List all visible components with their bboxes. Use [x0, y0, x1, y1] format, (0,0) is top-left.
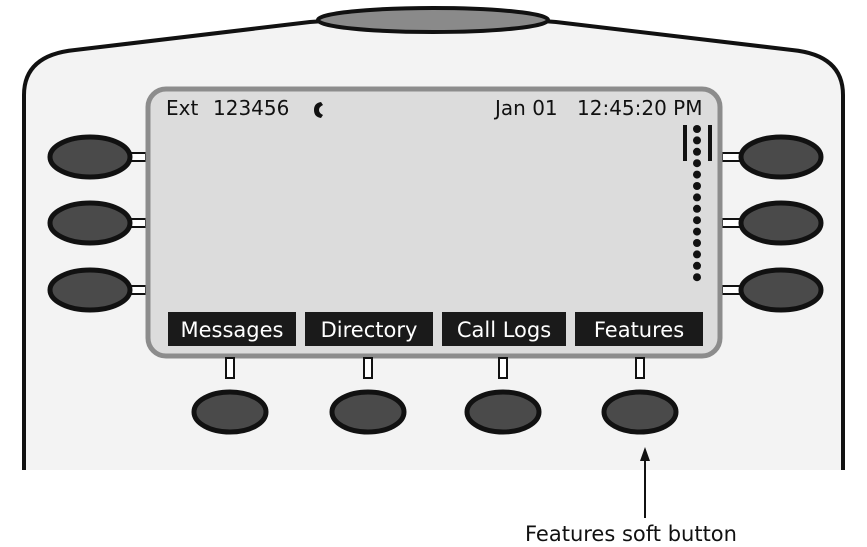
scroll-dot — [693, 204, 701, 213]
extension-number: 123456 — [213, 96, 289, 120]
line-button-left-2[interactable] — [47, 200, 147, 246]
softkey-label-features: Features — [594, 318, 684, 342]
line-button-right-3[interactable] — [721, 267, 824, 313]
extension-label: Ext — [166, 96, 198, 120]
softkey-features[interactable] — [575, 312, 703, 346]
time-display: 12:45:20 PM — [577, 96, 703, 120]
line-button-left-3[interactable] — [47, 267, 147, 313]
softkey-bar: Messages Directory Call Logs Features — [168, 312, 703, 346]
softkey-call-logs[interactable] — [442, 312, 566, 346]
scroll-dots — [693, 125, 701, 282]
soft-button-2[interactable] — [329, 357, 407, 435]
scroll-dot — [693, 170, 701, 179]
speaker-slot — [316, 6, 550, 34]
scroll-indicator — [683, 125, 712, 282]
date-display: Jan 01 — [493, 96, 558, 120]
softkey-directory[interactable] — [305, 312, 433, 346]
scroll-dot — [693, 261, 701, 270]
left-line-buttons — [47, 134, 147, 313]
softkey-messages[interactable] — [168, 312, 296, 346]
scroll-dot — [693, 193, 701, 202]
soft-buttons — [191, 357, 679, 435]
line-button-left-1[interactable] — [47, 134, 147, 180]
scroll-dot — [693, 227, 701, 236]
scroll-dot — [693, 239, 701, 247]
scroll-dot — [693, 216, 701, 225]
soft-button-4[interactable] — [601, 357, 679, 435]
callout-label: Features soft button — [525, 522, 737, 546]
right-line-buttons — [721, 134, 824, 313]
scroll-dot — [693, 273, 701, 282]
callout-arrow — [640, 447, 650, 518]
scroll-dot — [693, 159, 701, 168]
scroll-dot — [693, 136, 701, 145]
display-screen — [145, 86, 723, 359]
scroll-dot — [693, 125, 701, 133]
scroll-dot — [693, 147, 701, 156]
softkey-label-messages: Messages — [181, 318, 284, 342]
scroll-dot — [693, 250, 701, 259]
softkey-label-directory: Directory — [321, 318, 418, 342]
handset-icon — [314, 102, 323, 118]
scroll-dot — [693, 182, 701, 190]
soft-button-3[interactable] — [464, 357, 542, 435]
soft-button-1[interactable] — [191, 357, 269, 435]
softkey-label-call-logs: Call Logs — [457, 318, 551, 342]
line-button-right-1[interactable] — [721, 134, 824, 180]
